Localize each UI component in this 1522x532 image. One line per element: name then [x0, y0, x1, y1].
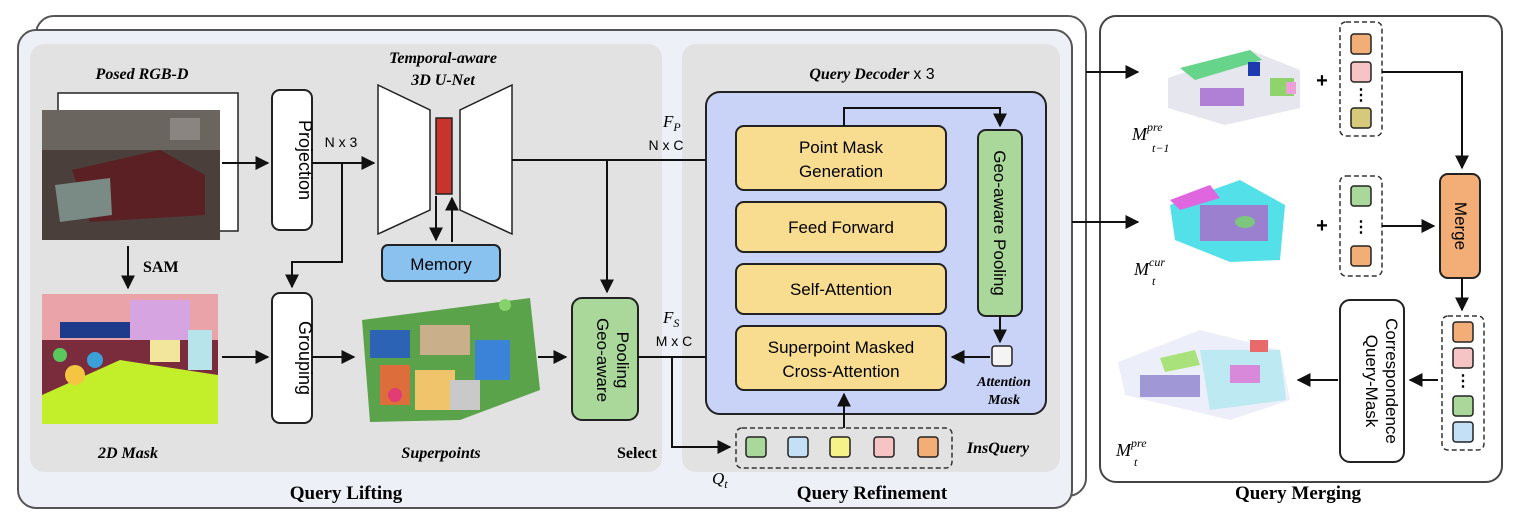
- stack-cur-orange: [1350, 245, 1372, 267]
- stack-prev-dots: ⋮: [1353, 87, 1369, 104]
- insquery-label: InsQuery: [966, 440, 1030, 457]
- sam-label: SAM: [143, 259, 179, 276]
- sp-cross-attention-box: [735, 325, 947, 391]
- posed-rgbd-label: Posed RGB-D: [95, 66, 189, 83]
- m-prev-label: Mpre: [1131, 120, 1163, 144]
- query-stack-prev: [1339, 21, 1383, 137]
- query-token-orange: [917, 436, 939, 458]
- n3-label: N x 3: [325, 134, 358, 150]
- unet-title-2: 3D U-Net: [410, 72, 475, 89]
- decoder-title: Query Decoder x 3: [809, 66, 934, 83]
- m-out-sub: t: [1134, 455, 1138, 469]
- query-refinement-title: Query Refinement: [797, 483, 948, 504]
- query-mask-corr-label-2: Correspondence: [1382, 318, 1401, 444]
- geo-pooling-label-1: Geo-aware: [593, 318, 612, 402]
- unet-title-1: Temporal-aware: [389, 50, 497, 67]
- self-attention-box: [735, 263, 947, 315]
- m-cur-sub: t: [1152, 274, 1156, 288]
- plus-1: +: [1316, 70, 1328, 92]
- stack-prev-pink: [1350, 61, 1372, 83]
- mask-out-image: [1118, 330, 1290, 420]
- stack-merged-blue: [1452, 421, 1474, 443]
- stack-cur-green: [1350, 185, 1372, 207]
- query-token-blue: [787, 436, 809, 458]
- geo-pooling-label-2: Pooling: [613, 332, 632, 389]
- query-mask-corr-label-1: Query-Mask: [1362, 335, 1381, 428]
- point-mask-label-2: Generation: [799, 162, 883, 181]
- feed-forward-label: Feed Forward: [788, 218, 894, 237]
- memory-box: [381, 244, 501, 282]
- m-prev-sub: t−1: [1152, 141, 1169, 155]
- m-cur-label: Mcur: [1133, 255, 1165, 279]
- stack-prev-olive: [1350, 107, 1372, 129]
- 2d-mask-image: [42, 294, 218, 424]
- superpoints-image: [362, 298, 540, 422]
- mask-cur-image: [1170, 180, 1285, 262]
- merge-box: [1439, 173, 1481, 279]
- stack-merged-pink: [1452, 347, 1474, 369]
- unet-shape: [377, 83, 513, 236]
- qt-label: Qt: [712, 469, 728, 491]
- query-lifting-title: Query Lifting: [290, 483, 403, 504]
- m-out-label: Mpre: [1115, 436, 1147, 460]
- stack-cur-dots: ⋮: [1353, 219, 1369, 236]
- query-mask-corr-box: [1339, 299, 1405, 463]
- projection-label: Projection: [295, 120, 315, 200]
- attention-mask-label-1: Attention: [976, 375, 1031, 390]
- grouping-label: Grouping: [295, 321, 315, 395]
- stack-prev-orange: [1350, 33, 1372, 55]
- 2d-mask-label: 2D Mask: [97, 445, 158, 462]
- point-mask-box: [735, 125, 947, 191]
- query-token-yellow: [829, 436, 851, 458]
- stack-merged-green: [1452, 395, 1474, 417]
- fs-label: FS: [662, 308, 679, 330]
- plus-2: +: [1316, 215, 1328, 237]
- geo-pooling-box: [571, 297, 639, 421]
- superpoints-label: Superpoints: [401, 445, 480, 462]
- attention-mask-label-2: Mask: [987, 393, 1020, 408]
- self-attention-label: Self-Attention: [790, 280, 892, 299]
- attention-mask-square: [991, 345, 1013, 367]
- select-label: Select: [617, 445, 658, 462]
- merge-label: Merge: [1451, 202, 1470, 250]
- query-stack-merged: [1441, 315, 1485, 451]
- sp-cross-label-2: Cross-Attention: [782, 362, 899, 381]
- feed-forward-box: [735, 201, 947, 253]
- mask-prev-image: [1168, 50, 1300, 125]
- point-mask-label-1: Point Mask: [799, 138, 884, 157]
- query-token-green: [745, 436, 767, 458]
- projection-box: [271, 89, 313, 231]
- decoder-geo-pooling-label: Geo-aware Pooling: [990, 150, 1009, 296]
- query-token-pink: [873, 436, 895, 458]
- stack-merged-dots: ⋮: [1455, 373, 1471, 390]
- query-merging-title: Query Merging: [1235, 483, 1362, 504]
- nc-label: N x C: [649, 137, 684, 153]
- rgbd-frame-stack: [42, 92, 239, 240]
- mc-label: M x C: [656, 333, 693, 349]
- fp-label: FP: [662, 112, 681, 134]
- stack-merged-orange: [1452, 321, 1474, 343]
- query-token-row: [735, 427, 953, 469]
- memory-label: Memory: [410, 255, 472, 274]
- sp-cross-label-1: Superpoint Masked: [768, 338, 914, 357]
